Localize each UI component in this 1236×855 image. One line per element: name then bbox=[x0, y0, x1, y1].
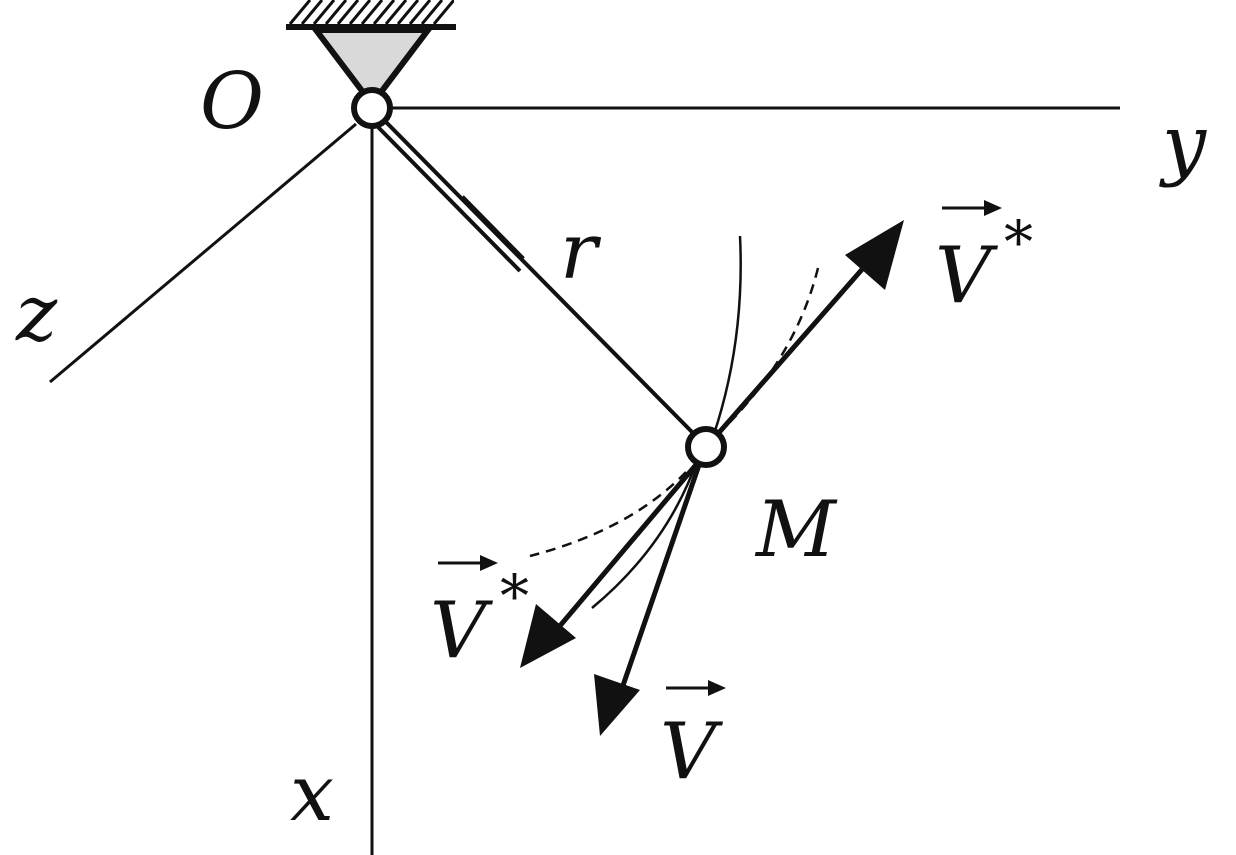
label-point-m: M bbox=[754, 485, 838, 575]
vector-overbars bbox=[438, 200, 1002, 696]
vstar-lower-shaft bbox=[546, 458, 702, 642]
label-axis-x: x bbox=[290, 749, 334, 839]
label-vstar-lower: V bbox=[430, 586, 493, 676]
label-origin: O bbox=[200, 57, 264, 147]
label-radius: r bbox=[560, 207, 602, 297]
radius-marker bbox=[460, 195, 525, 261]
vstar-lower-arrowhead bbox=[520, 604, 576, 668]
coordinate-axes bbox=[49, 106, 1120, 855]
label-axis-y: y bbox=[1159, 99, 1207, 189]
thread-line bbox=[382, 118, 694, 434]
thread-line-inner bbox=[375, 124, 522, 273]
v-shaft bbox=[615, 461, 703, 701]
support-triangle bbox=[309, 27, 435, 109]
vstar-upper-overbar-head bbox=[984, 200, 1002, 216]
vstar-upper-arrowhead bbox=[845, 220, 904, 290]
label-vstar-lower-star: * bbox=[500, 562, 529, 630]
label-axis-z: z bbox=[15, 269, 58, 359]
label-v: V bbox=[660, 707, 723, 797]
vstar-lower-overbar-head bbox=[480, 555, 498, 571]
support-hatching bbox=[288, 0, 454, 24]
v-arrowhead bbox=[594, 674, 640, 736]
velocity-vectors bbox=[520, 220, 904, 736]
labels: O y z x r M V * V * V bbox=[15, 57, 1207, 839]
trajectory-solid-upper bbox=[712, 235, 742, 435]
v-overbar-head bbox=[708, 680, 726, 696]
trajectory-solid-lower bbox=[591, 457, 700, 609]
pendulum-thread bbox=[375, 118, 694, 434]
trajectory-dashed-lower bbox=[529, 471, 687, 558]
hinge-o bbox=[351, 87, 393, 129]
fixed-support bbox=[286, 0, 456, 109]
axis-z-line bbox=[49, 122, 357, 384]
label-vstar-upper-star: * bbox=[1004, 208, 1033, 276]
label-vstar-upper: V bbox=[935, 231, 998, 321]
vstar-upper-shaft bbox=[714, 256, 874, 438]
point-m bbox=[685, 426, 727, 468]
